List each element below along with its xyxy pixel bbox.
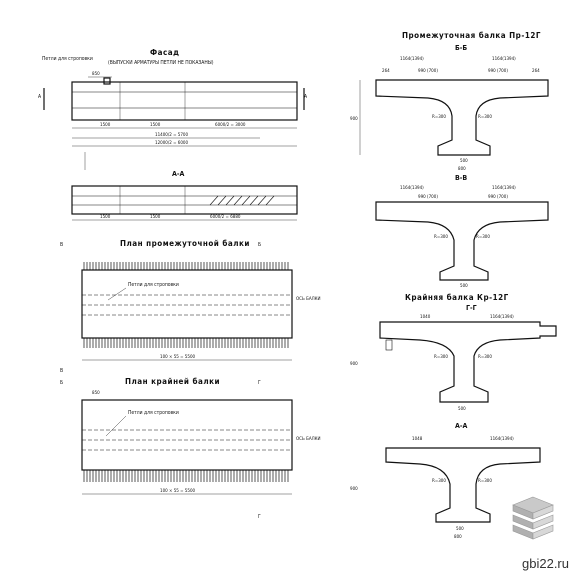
section-aa2-tbeam: [385, 447, 541, 523]
dim-bb-900: 900: [350, 116, 358, 122]
dim-bb-800: 800: [458, 166, 466, 172]
r300-vv-left: R=300: [434, 234, 448, 240]
lifting-loop-label-1: Петли для строповки: [42, 56, 93, 62]
section-bb: Б-Б 1164(1394) 1164(1394) 264 990 (700) …: [350, 44, 549, 172]
plan-mid-rebar-top: [83, 262, 289, 270]
dim-bb-990-left: 990 (700): [418, 68, 438, 74]
dim-bb-264-left: 264: [382, 68, 390, 74]
dim-bb-flange-left: 1164(1394): [400, 56, 424, 62]
dim-aa-1500-b: 1500: [150, 214, 161, 220]
section-mark-a-left: А: [38, 94, 42, 100]
plan-mid-outline: [81, 269, 293, 339]
plan-mid-title: План промежуточной балки: [120, 238, 250, 248]
dim-vv-990-left: 990 (700): [418, 194, 438, 200]
section-gg: Г-Г 1040 1164(1394) R=300 R=300 500 900: [350, 304, 557, 412]
dim-span: 11400/2 = 5700: [155, 132, 189, 138]
dim-aa-1500-a: 1500: [100, 214, 111, 220]
facade-note: (ВЫПУСКИ АРМАТУРЫ ПЕТЛИ НЕ ПОКАЗАНЫ): [108, 60, 214, 66]
dim-aa2-500: 500: [456, 526, 464, 532]
section-aa2-title: А-А: [455, 422, 467, 430]
mark-b-2: Б: [60, 380, 63, 386]
dim-vv-flange-right: 1164(1394): [492, 185, 516, 191]
section-aa-right: А-А 1048 1164(1394) R=300 R=300 500 800 …: [350, 422, 541, 540]
plan-mid-rebar-bottom: [83, 338, 289, 348]
section-gg-tbeam: [379, 321, 557, 403]
dim-total: 12000/2 = 6000: [155, 140, 189, 146]
dim-850: 850: [92, 71, 100, 77]
plan-edge-rebar-bottom: [83, 470, 289, 482]
beam-edge-title: Крайняя балка Кр-12Г: [405, 292, 509, 302]
dim-gg-900: 900: [350, 361, 358, 367]
stacked-slabs-logo-icon: [512, 496, 554, 540]
dim-bb-990-right: 990 (700): [488, 68, 508, 74]
beam-axis-label-2: ОСЬ БАЛКИ: [296, 436, 321, 442]
lifting-loop-label-3: Петли для строповки: [128, 410, 179, 416]
r300-aa2-right: R=300: [478, 478, 492, 484]
dim-bb-264-right: 264: [532, 68, 540, 74]
r300-gg-left: R=300: [434, 354, 448, 360]
section-bb-tbeam: [375, 79, 549, 156]
dim-vv-flange-left: 1164(1394): [400, 185, 424, 191]
r300-bb-right: R=300: [478, 114, 492, 120]
section-aa-outline: [71, 185, 298, 215]
section-gg-title: Г-Г: [466, 304, 477, 312]
dim-gg-500: 500: [458, 406, 466, 412]
dim-aa2-flange: 1164(1394): [490, 436, 514, 442]
mark-v-2: В: [60, 368, 63, 374]
beam-axis-label-1: ОСЬ БАЛКИ: [296, 296, 321, 302]
section-aa-hatching: [209, 195, 275, 206]
dim-aa2-800: 800: [454, 534, 462, 540]
section-bb-title: Б-Б: [455, 44, 467, 52]
mark-b-1: Б: [258, 242, 261, 248]
section-vv: В-В 1164(1394) 1164(1394) 990 (700) 990 …: [375, 174, 549, 289]
dim-plan-mid: 100 × 55 = 5500: [160, 354, 196, 360]
lifting-loop-label-2: Петли для строповки: [128, 282, 179, 288]
section-vv-tbeam: [375, 201, 549, 281]
r300-vv-right: R=300: [476, 234, 490, 240]
r300-aa2-left: R=300: [432, 478, 446, 484]
dim-vv-990-right: 990 (700): [488, 194, 508, 200]
dim-gg-flange: 1164(1394): [490, 314, 514, 320]
dim-aa2-900: 900: [350, 486, 358, 492]
section-mark-a-right: А: [304, 94, 308, 100]
dim-1500-a: 1500: [100, 122, 111, 128]
facade-beam-outline: [71, 81, 298, 121]
dim-1500-b: 1500: [150, 122, 161, 128]
dim-gg-1040: 1040: [420, 314, 431, 320]
plan-intermediate-beam: План промежуточной балки В Б Петли для с…: [60, 238, 321, 374]
r300-gg-right: R=300: [478, 354, 492, 360]
dim-half: 6000/2 = 3000: [215, 122, 246, 128]
dim-bb-500: 500: [460, 158, 468, 164]
mark-g-2: Г: [258, 514, 261, 520]
dim-aa-half: 6000/2 = 6880: [210, 214, 241, 220]
r300-bb-left: R=300: [432, 114, 446, 120]
dim-aa2-1048: 1048: [412, 436, 423, 442]
section-vv-title: В-В: [455, 174, 467, 182]
plan-edge-title: План крайней балки: [125, 376, 220, 386]
section-aa-title: А-А: [172, 170, 184, 178]
dim-plan-edge: 100 × 55 = 5500: [160, 488, 196, 494]
dim-bb-flange-right: 1164(1394): [492, 56, 516, 62]
facade-title: Фасад: [150, 48, 179, 57]
dim-850-plan: 850: [92, 390, 100, 396]
plan-edge-beam: План крайней балки Б Г 850 Петли для стр…: [60, 376, 321, 520]
facade-view: Фасад (ВЫПУСКИ АРМАТУРЫ ПЕТЛИ НЕ ПОКАЗАН…: [38, 48, 308, 170]
dim-vv-500: 500: [460, 283, 468, 289]
beam-mid-title: Промежуточная балка Пр-12Г: [402, 30, 541, 40]
section-aa-view: А-А 1500 1500 6000/2 = 6880: [71, 170, 298, 221]
mark-g-1: Г: [258, 380, 261, 386]
mark-v-1: В: [60, 242, 63, 248]
plan-edge-outline: [81, 399, 293, 471]
site-watermark: gbi22.ru: [522, 556, 569, 571]
